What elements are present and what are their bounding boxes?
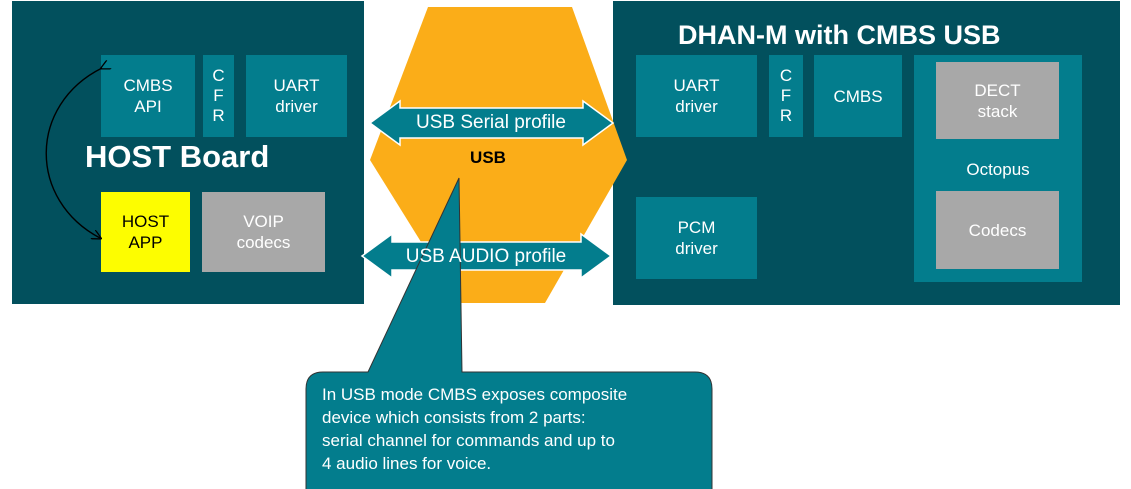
host-app-box: HOST APP — [101, 192, 190, 272]
octopus-label: Octopus — [966, 159, 1030, 179]
cmbs-api-box: CMBS API — [101, 55, 195, 137]
host-board-title: HOST Board — [85, 139, 270, 174]
cfr-letter-f: F — [213, 86, 224, 105]
usb-hexagon — [370, 7, 627, 303]
dhan-uart-driver-box: UART driver — [636, 55, 757, 137]
usb-serial-arrow — [368, 99, 615, 147]
dhan-cfr-letter-c: C — [779, 66, 793, 85]
usb-label: USB — [470, 148, 506, 167]
dhan-cfr-letter-f: F — [780, 86, 792, 105]
callout-bubble — [305, 177, 713, 489]
host-uart-driver-box: UART driver — [246, 55, 347, 137]
dhan-cfr-letter-r: R — [779, 106, 793, 125]
pcm-driver-box: PCM driver — [636, 197, 757, 279]
usb-audio-profile-label: USB AUDIO profile — [405, 246, 567, 267]
codecs-box: Codecs — [936, 191, 1059, 269]
dhan-cfr-box: C F R — [769, 55, 803, 137]
voip-codecs-box: VOIP codecs — [202, 192, 325, 272]
host-cfr-box: C F R — [203, 55, 234, 137]
dect-stack-box: DECT stack — [936, 62, 1059, 139]
usb-serial-profile-label: USB Serial profile — [416, 112, 566, 133]
api-app-curved-arrow — [45, 68, 102, 238]
cfr-letter-c: C — [212, 66, 225, 85]
cmbs-box: CMBS — [814, 55, 902, 137]
dhan-m-title: DHAN-M with CMBS USB — [678, 20, 1001, 50]
cfr-letter-r: R — [212, 106, 225, 125]
callout-text: In USB mode CMBS exposes composite devic… — [322, 385, 628, 473]
